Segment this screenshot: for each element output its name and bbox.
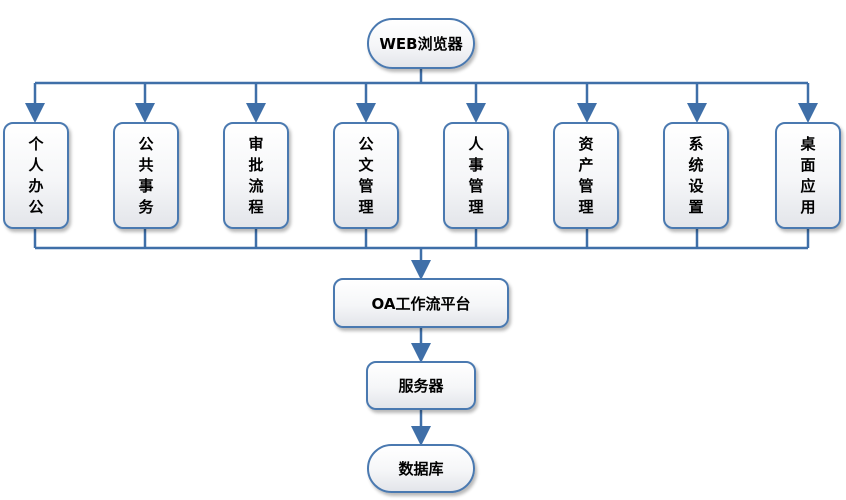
module-asset-management: 资产管理 <box>553 122 619 229</box>
module-public-affairs-label: 公共事务 <box>138 134 154 216</box>
module-personal-office: 个人办公 <box>3 122 69 229</box>
module-system-settings: 系统设置 <box>663 122 729 229</box>
server-label: 服务器 <box>398 377 444 395</box>
module-hr-management: 人事管理 <box>443 122 509 229</box>
module-system-settings-label: 系统设置 <box>688 134 704 216</box>
module-desktop-apps-label: 桌面应用 <box>800 134 816 216</box>
module-desktop-apps: 桌面应用 <box>775 122 841 229</box>
module-hr-management-label: 人事管理 <box>468 134 484 216</box>
module-approval-process: 审批流程 <box>223 122 289 229</box>
server-node: 服务器 <box>366 361 476 410</box>
module-personal-office-label: 个人办公 <box>28 134 44 216</box>
module-approval-process-label: 审批流程 <box>248 134 264 216</box>
database-node: 数据库 <box>367 444 475 493</box>
module-document-management: 公文管理 <box>333 122 399 229</box>
database-label: 数据库 <box>398 460 444 478</box>
oa-workflow-platform-label: OA工作流平台 <box>371 294 471 313</box>
module-public-affairs: 公共事务 <box>113 122 179 229</box>
module-asset-management-label: 资产管理 <box>578 134 594 216</box>
oa-workflow-platform-node: OA工作流平台 <box>333 278 509 328</box>
web-browser-label: WEB浏览器 <box>379 35 463 53</box>
module-document-management-label: 公文管理 <box>358 134 374 216</box>
web-browser-node: WEB浏览器 <box>367 18 475 69</box>
